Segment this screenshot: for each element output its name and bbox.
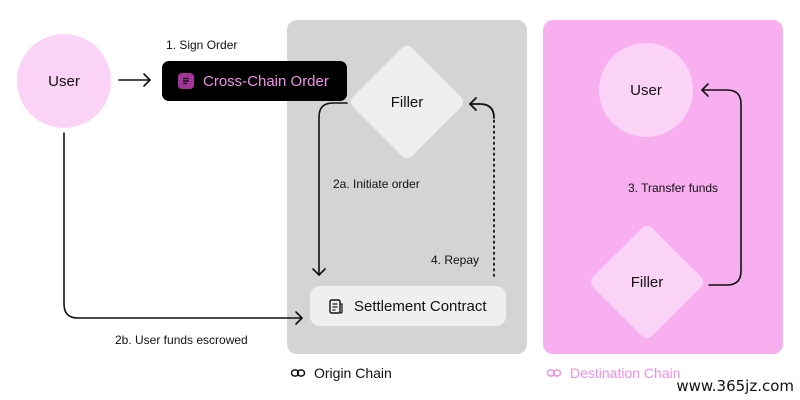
step-initiate-order-label: 2a. Initiate order — [333, 177, 420, 191]
watermark: www.365jz.com — [676, 377, 794, 395]
filler-destination-node: Filler — [587, 222, 707, 342]
filler-destination-label: Filler — [630, 273, 664, 291]
user-origin-node: User — [17, 34, 111, 128]
destination-chain-caption: Destination Chain — [546, 365, 681, 381]
origin-chain-label: Origin Chain — [314, 365, 392, 381]
arrow-initiate-order — [312, 102, 348, 276]
cross-chain-order-node: Cross-Chain Order — [162, 61, 347, 101]
cross-chain-order-label: Cross-Chain Order — [203, 72, 329, 90]
filler-origin-node: Filler — [347, 42, 467, 162]
step-sign-order-label: 1. Sign Order — [166, 38, 238, 52]
step-transfer-funds-label: 3. Transfer funds — [628, 181, 719, 195]
step-user-funds-escrowed-label: 2b. User funds escrowed — [115, 333, 248, 347]
arrow-user-funds-escrowed — [63, 132, 303, 325]
arrow-repay — [469, 97, 495, 277]
link-icon — [290, 369, 306, 377]
user-destination-node: User — [599, 43, 693, 137]
settlement-contract-node: Settlement Contract — [310, 286, 506, 326]
document-icon — [178, 73, 194, 89]
link-icon — [546, 369, 562, 377]
document-icon — [328, 298, 344, 314]
step-repay-label: 4. Repay — [431, 253, 480, 267]
origin-chain-caption: Origin Chain — [290, 365, 392, 381]
filler-origin-label: Filler — [390, 93, 424, 111]
user-destination-label: User — [630, 81, 662, 99]
destination-chain-label: Destination Chain — [570, 365, 681, 381]
arrow-transfer-funds — [701, 83, 742, 286]
settlement-contract-label: Settlement Contract — [354, 297, 487, 315]
arrow-sign-order — [118, 73, 151, 87]
user-origin-label: User — [48, 72, 80, 90]
